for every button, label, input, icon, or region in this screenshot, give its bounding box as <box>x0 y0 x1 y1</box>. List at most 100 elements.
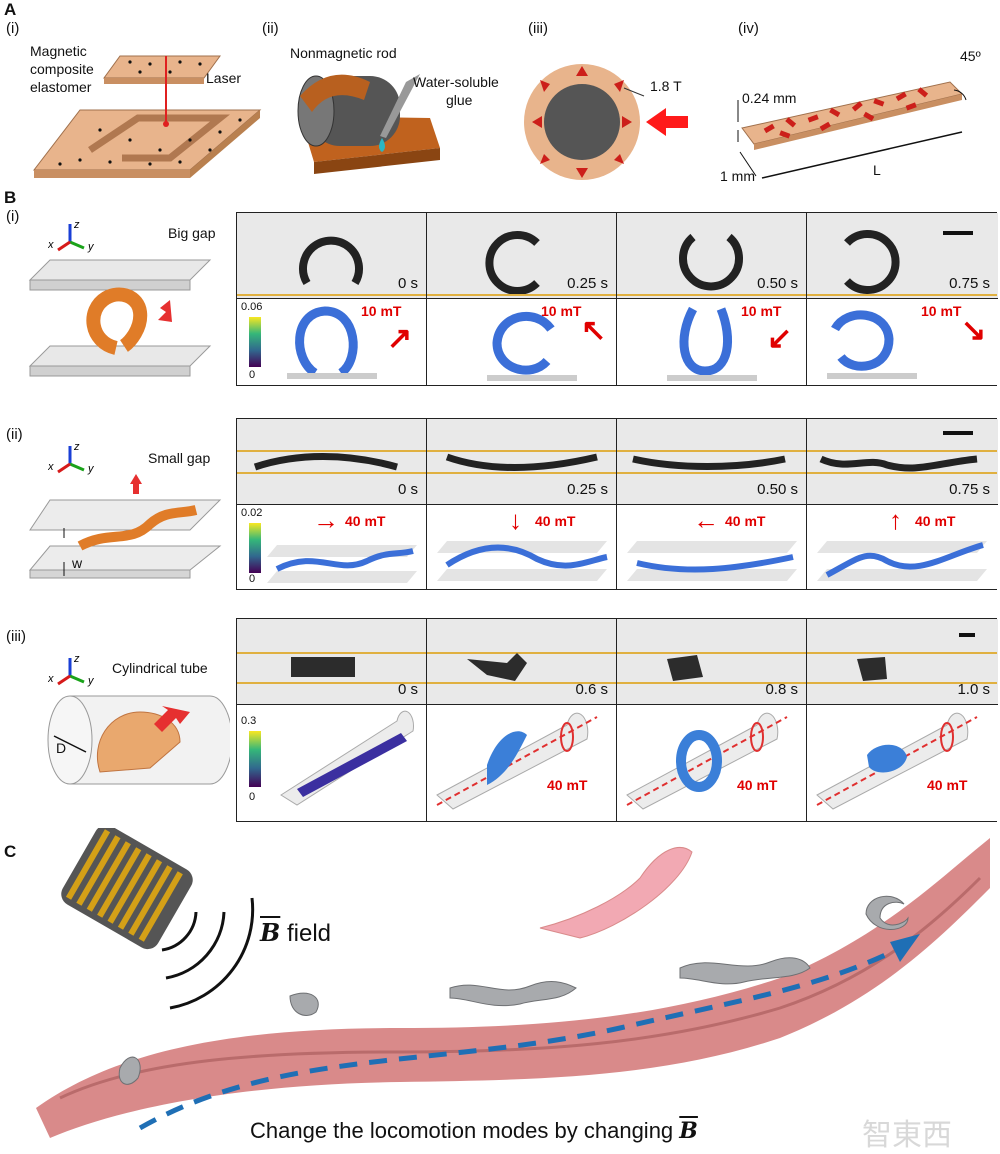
b-iii-field-3: 40 mT <box>927 777 968 793</box>
caption-text: Change the locomotion modes by changing <box>250 1118 674 1143</box>
b-i-field-arrow-3: ↘ <box>961 314 987 347</box>
panel-b-i-big-gap-illustration <box>28 259 212 377</box>
rod-label: Nonmagnetic rod <box>290 45 397 61</box>
b-i-photo-1: 0.25 s <box>427 213 617 299</box>
panel-b-i-title: Big gap <box>168 225 216 241</box>
colorbar-min: 0 <box>249 573 256 585</box>
svg-text:z: z <box>73 653 80 665</box>
b-field-symbol: B <box>260 918 281 947</box>
panel-b-iii-tube-illustration <box>47 695 230 785</box>
b-ii-time-3: 0.75 s <box>949 481 990 498</box>
b-iii-field-2: 40 mT <box>737 777 778 793</box>
b-i-time-1: 0.25 s <box>567 275 608 292</box>
b-i-sim-2: 10 mT ↙ <box>617 299 807 385</box>
colorbar <box>249 317 261 367</box>
b-i-field-arrow-0: ↗ <box>387 322 413 355</box>
panel-b-i-axes-icon: z y x <box>48 219 95 253</box>
width-label: 1 mm <box>720 168 755 184</box>
b-iii-sim-2: 40 mT <box>617 705 807 821</box>
panel-a-letter: A <box>4 0 17 19</box>
panel-a-sub-iii: (iii) <box>528 20 548 37</box>
panel-b-letter: B <box>4 188 17 207</box>
b-iii-time-1: 0.6 s <box>575 681 608 698</box>
panel-b-ii-sequence: 0 s 0.25 s 0.50 s 0.75 s 0.02 0 → 40 mT … <box>236 418 998 590</box>
b-iii-time-3: 1.0 s <box>957 681 990 698</box>
b-iii-sim-3: 40 mT <box>807 705 998 821</box>
b-ii-photo-0: 0 s <box>237 419 427 505</box>
laser-label: Laser <box>206 70 242 86</box>
scale-bar <box>959 633 975 637</box>
b-ii-sim-0: 0.02 0 → 40 mT <box>237 505 427 589</box>
scale-bar <box>943 231 973 235</box>
panel-b-ii-axes-icon: z y x <box>48 441 95 475</box>
b-ii-field-3: 40 mT <box>915 513 956 529</box>
angle-label: 45º <box>960 48 981 64</box>
magnetic-label-line1: Magnetic <box>30 43 87 59</box>
length-label: L <box>873 162 881 178</box>
b-ii-photo-1: 0.25 s <box>427 419 617 505</box>
b-ii-field-arrow-3: ↑ <box>889 505 902 535</box>
b-i-sim-0: 0.06 0 10 mT ↗ <box>237 299 427 385</box>
b-iii-photo-1: 0.6 s <box>427 619 617 705</box>
b-i-field-0: 10 mT <box>361 303 402 319</box>
b-iii-sim-1: 40 mT <box>427 705 617 821</box>
colorbar-min: 0 <box>249 791 256 803</box>
b-i-field-2: 10 mT <box>741 303 782 319</box>
b-i-sim-1: 10 mT ↖ <box>427 299 617 385</box>
axis-y-label: y <box>87 241 95 253</box>
b-i-field-1: 10 mT <box>541 303 582 319</box>
b-iii-sim-0: 0.3 0 <box>237 705 427 821</box>
magnetic-label-line2: composite <box>30 61 94 77</box>
tube-d-label: D <box>56 740 67 756</box>
b-i-photo-2: 0.50 s <box>617 213 807 299</box>
b-ii-photo-2: 0.50 s <box>617 419 807 505</box>
magnetic-label-line3: elastomer <box>30 79 92 95</box>
b-i-time-0: 0 s <box>397 275 418 292</box>
panel-b-iii-sequence: 0 s 0.6 s 0.8 s 1.0 s 0.3 0 40 mT 40 mT … <box>236 618 998 822</box>
axis-x-label: x <box>48 239 54 251</box>
b-ii-field-1: 40 mT <box>535 513 576 529</box>
panel-a-sub-iv: (iv) <box>738 20 759 37</box>
b-i-field-arrow-2: ↙ <box>767 322 793 355</box>
b-i-field-3: 10 mT <box>921 303 962 319</box>
b-ii-sim-2: ← 40 mT <box>617 505 807 589</box>
b-i-time-2: 0.50 s <box>757 275 798 292</box>
b-iii-time-2: 0.8 s <box>765 681 798 698</box>
b-ii-sim-3: ↑ 40 mT <box>807 505 998 589</box>
colorbar <box>249 523 261 573</box>
colorbar-max: 0.02 <box>241 507 263 519</box>
scale-bar <box>943 431 973 435</box>
colorbar-min: 0 <box>249 369 256 381</box>
b-ii-field-arrow-1: ↓ <box>509 505 522 535</box>
b-ii-photo-3: 0.75 s <box>807 419 998 505</box>
colorbar-max: 0.3 <box>241 715 257 727</box>
b-ii-field-2: 40 mT <box>725 513 766 529</box>
panel-b-sub-i: (i) <box>6 208 20 225</box>
b-ii-field-arrow-0: → <box>313 505 339 535</box>
panel-a-i-laser-cutting-illustration <box>32 55 262 178</box>
panel-b-iii-title: Cylindrical tube <box>112 660 208 676</box>
panel-b-i-sequence: 0 s 0.25 s 0.50 s 0.75 s 0.06 0 10 mT ↗ … <box>236 212 998 386</box>
panel-a-iii-magnetization-ring <box>524 64 688 180</box>
b-iii-photo-3: 1.0 s <box>807 619 998 705</box>
svg-text:x: x <box>48 461 54 473</box>
b-i-photo-3: 0.75 s <box>807 213 998 299</box>
panel-b-ii-small-gap-illustration <box>28 474 222 579</box>
b-ii-field-0: 40 mT <box>345 513 386 529</box>
b-field-label: B field <box>260 918 331 948</box>
svg-text:y: y <box>87 675 95 687</box>
b-i-sim-3: 10 mT ↘ <box>807 299 998 385</box>
panel-a-sub-i: (i) <box>6 20 20 37</box>
panel-a-ii-rod-illustration <box>297 74 440 174</box>
watermark-logo: 智東西 <box>862 1119 952 1152</box>
b-iii-photo-2: 0.8 s <box>617 619 807 705</box>
panel-c-vessel-illustration <box>36 828 990 1138</box>
panel-c-caption: Change the locomotion modes by changing … <box>250 1118 698 1144</box>
svg-text:y: y <box>87 463 95 475</box>
b-i-time-3: 0.75 s <box>949 275 990 292</box>
panel-a-iv-strip <box>737 81 967 179</box>
panel-a-sub-ii: (ii) <box>262 20 279 37</box>
b-i-photo-0: 0 s <box>237 213 427 299</box>
panel-b-ii-title: Small gap <box>148 450 211 466</box>
caption-b-symbol: B <box>679 1118 698 1144</box>
